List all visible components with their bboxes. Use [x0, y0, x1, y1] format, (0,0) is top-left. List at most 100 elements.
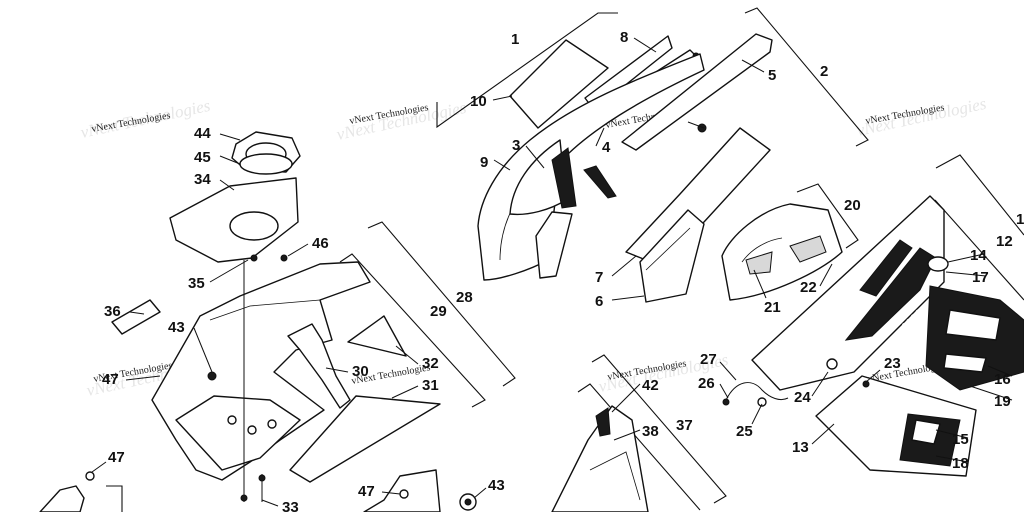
callout-15: 15	[952, 431, 969, 448]
lower-panel-window	[911, 419, 941, 445]
grommet	[826, 358, 838, 370]
trim-clip	[595, 407, 611, 437]
bracket-29	[339, 253, 486, 408]
bottom-left-bracket	[39, 485, 85, 512]
callout-28: 28	[456, 289, 473, 306]
callout-38: 38	[642, 423, 659, 440]
callout-2: 2	[820, 63, 828, 80]
callout-11: 11	[1016, 211, 1024, 228]
windshield-assembly	[477, 33, 773, 303]
bracket-12	[934, 199, 1024, 301]
bracket-37	[591, 354, 727, 504]
callout-12: 12	[996, 233, 1013, 250]
right-decal-stripe	[943, 353, 987, 373]
callout-27: 27	[700, 351, 717, 368]
callout-37: 37	[676, 417, 693, 434]
gauge-ring	[239, 153, 293, 175]
mount-plate-hole	[229, 211, 279, 241]
callout-17: 17	[972, 269, 989, 286]
callout-30: 30	[352, 363, 369, 380]
callout-22: 22	[800, 279, 817, 296]
callout-23: 23	[884, 355, 901, 372]
bracket-28	[367, 221, 516, 387]
callout-43-bottom: 43	[488, 477, 505, 494]
callout-33: 33	[282, 499, 299, 512]
callout-13: 13	[792, 439, 809, 456]
windshield-panel	[509, 39, 609, 129]
callout-32: 32	[422, 355, 439, 372]
callout-20: 20	[844, 197, 861, 214]
clip	[250, 254, 258, 262]
lower-headlight-bracket	[535, 211, 573, 279]
callout-47-left: 47	[102, 371, 119, 388]
bracket-38	[577, 383, 701, 511]
upper-side-trim	[621, 33, 773, 151]
callout-18: 18	[952, 455, 969, 472]
fastener-47	[85, 471, 95, 481]
side-trim-piece	[551, 405, 649, 512]
callout-9: 9	[480, 154, 488, 171]
callout-5: 5	[768, 67, 776, 84]
bracket-11	[935, 154, 1024, 236]
wire-harness	[725, 382, 789, 401]
triangle-panel	[347, 315, 407, 357]
callout-47-bottom: 47	[108, 449, 125, 466]
gauge-mount-assembly	[111, 131, 301, 335]
callout-3: 3	[512, 137, 520, 154]
side-panel-latch	[789, 235, 827, 263]
bracket-2	[744, 7, 869, 147]
headlight-lens	[509, 139, 567, 216]
bracket-20	[796, 183, 859, 249]
callout-4: 4	[602, 139, 611, 156]
callout-36: 36	[104, 303, 121, 320]
push-clip	[280, 254, 288, 262]
callout-7: 7	[595, 269, 603, 286]
bracket-1	[436, 12, 618, 129]
connector	[722, 398, 730, 406]
callout-25: 25	[736, 423, 753, 440]
callout-46: 46	[312, 235, 329, 252]
callout-45: 45	[194, 149, 211, 166]
callout-26: 26	[698, 375, 715, 392]
callout-8: 8	[620, 29, 628, 46]
callout-35: 35	[188, 275, 205, 292]
callout-6: 6	[595, 293, 603, 310]
callout-43-left: 43	[168, 319, 185, 336]
panel-bezel	[927, 256, 949, 272]
side-panel-vent	[745, 251, 773, 275]
headlight-bezel	[551, 147, 577, 209]
duct-tube	[287, 323, 351, 409]
leader-lines	[91, 37, 1013, 507]
inner-side-panel	[721, 203, 843, 301]
bolt	[207, 371, 217, 381]
callout-labels: 1 2 3 4 5 6 7 8 9 10 11 12 13 14 15 16 1…	[102, 29, 1024, 512]
callout-14: 14	[970, 247, 987, 264]
callout-21: 21	[764, 299, 781, 316]
bracket-bottom-left	[106, 485, 123, 512]
callout-34: 34	[194, 171, 211, 188]
assembly-brackets	[106, 7, 1024, 512]
callout-42: 42	[642, 377, 659, 394]
callout-10: 10	[470, 93, 487, 110]
vent-slot	[583, 165, 617, 199]
callout-24: 24	[794, 389, 811, 406]
right-decal-stripe	[945, 309, 1001, 341]
side-panel-assembly: 1100	[721, 195, 1024, 477]
side-vent-grille	[639, 209, 705, 303]
callout-1: 1	[511, 31, 519, 48]
console-assembly	[151, 260, 441, 502]
bottom-parts	[39, 405, 649, 512]
panel-decal-stripe	[844, 247, 937, 341]
panel-decal-stripe	[859, 239, 913, 297]
connector	[757, 397, 767, 407]
console-tray	[175, 395, 301, 471]
callout-19: 19	[994, 393, 1011, 410]
callout-44: 44	[194, 125, 211, 142]
mount-bolt	[697, 123, 707, 133]
fastener	[862, 380, 870, 388]
callout-29: 29	[430, 303, 447, 320]
foam-strip	[111, 299, 161, 335]
callout-16: 16	[994, 371, 1011, 388]
lower-console-panel	[289, 395, 441, 483]
